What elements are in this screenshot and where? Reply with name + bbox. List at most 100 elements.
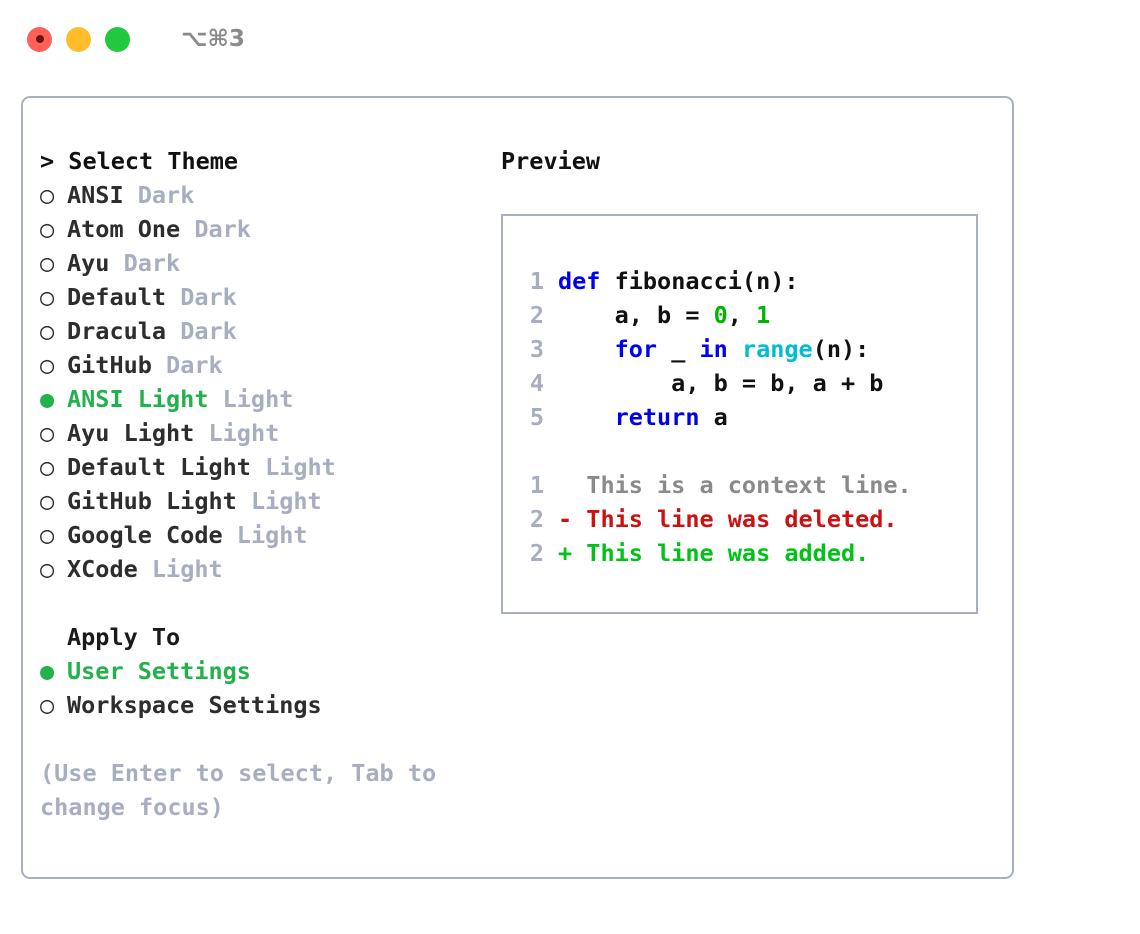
theme-option-github-light[interactable]: ○ GitHub Light Light [40, 484, 488, 518]
code-token-txt: _ [657, 335, 700, 363]
theme-option-name: Atom One [67, 215, 181, 243]
radio-unselected-icon: ○ [40, 351, 55, 379]
radio-unselected-icon: ○ [40, 453, 55, 481]
diff-line: 2 - This line was deleted. [517, 502, 976, 536]
diff-line: 1 This is a context line. [517, 468, 976, 502]
apply-to-label: Apply To [67, 623, 181, 651]
radio-unselected-icon: ○ [40, 283, 55, 311]
theme-option-name: GitHub Light [67, 487, 237, 515]
diff-line-content-del: - This line was deleted. [558, 505, 898, 533]
diff-sample: 1 This is a context line. 2 - This line wa… [517, 468, 976, 570]
code-token-txt: a, b = [558, 301, 714, 329]
apply-to-option-workspace-settings[interactable]: ○Workspace Settings [40, 688, 488, 722]
diff-line: 2+ This line was added. [517, 536, 976, 570]
theme-option-kind: Dark [180, 283, 237, 311]
code-token-txt [558, 335, 615, 363]
code-line: 2 a, b = 0, 1 [517, 298, 976, 332]
theme-option-github[interactable]: ○GitHub Dark [40, 348, 488, 382]
apply-to-list: ●User Settings○Workspace Settings [40, 654, 488, 722]
code-diff-spacer [517, 434, 976, 468]
code-token-kw: for [614, 335, 658, 363]
code-token-txt: , [727, 301, 757, 329]
spacer [124, 178, 138, 212]
code-line: 1 def fibonacci(n): [517, 264, 976, 298]
spacer [180, 212, 194, 246]
theme-option-kind: Light [151, 555, 223, 583]
theme-option-kind: Light [265, 453, 336, 481]
radio-unselected-icon: ○ [40, 317, 55, 345]
theme-option-default-light[interactable]: ○Default Light Light [40, 450, 488, 484]
theme-option-kind: Light [208, 419, 280, 447]
code-line: 3 for _ in range(n): [517, 332, 976, 366]
radio-selected-icon: ● [40, 657, 55, 685]
radio-unselected-icon: ○ [40, 487, 55, 515]
theme-option-ayu-light[interactable]: ○Ayu Light Light [40, 416, 488, 450]
traffic-light-group [27, 26, 130, 52]
minimize-window-button[interactable] [66, 26, 91, 52]
theme-option-kind: Dark [194, 215, 251, 243]
theme-option-kind: Light [222, 385, 294, 413]
code-line: 4 a, b = b, a + b [517, 366, 976, 400]
code-token-txt: fibonacci(n): [600, 267, 799, 295]
theme-option-name: Google Code [67, 521, 223, 549]
spacer [166, 314, 180, 348]
spacer [251, 450, 265, 484]
theme-option-google-code[interactable]: ○Google Code Light [40, 518, 488, 552]
code-token-num: 0 [713, 301, 728, 329]
radio-unselected-icon: ○ [40, 249, 55, 277]
preview-heading: Preview [501, 147, 601, 175]
select-theme-heading: > Select Theme [40, 147, 239, 175]
theme-option-name: Ayu [67, 249, 110, 277]
theme-option-ansi[interactable]: ○ANSI Dark [40, 178, 488, 212]
spacer [109, 246, 123, 280]
spacer [166, 280, 180, 314]
theme-option-kind: Light [250, 487, 322, 515]
theme-option-dracula[interactable]: ○Dracula Dark [40, 314, 488, 348]
keyboard-hint-text: (Use Enter to select, Tab to change focu… [40, 759, 451, 821]
code-token-txt [728, 335, 742, 363]
radio-unselected-icon: ○ [40, 419, 55, 447]
theme-option-name: Default [67, 283, 167, 311]
spacer [138, 552, 152, 586]
close-window-button[interactable] [27, 26, 52, 52]
theme-option-atom-one[interactable]: ○ Atom One Dark [40, 212, 488, 246]
line-number: 2 [529, 301, 544, 329]
line-number: 1 [529, 267, 544, 295]
code-line-content: a, b = b, a + b [544, 366, 883, 400]
titlebar: ⌥⌘3 [0, 0, 1140, 78]
line-number: 5 [529, 403, 544, 431]
line-number: 2 [529, 505, 544, 533]
maximize-window-button[interactable] [105, 26, 130, 52]
theme-option-ansi-light[interactable]: ●ANSI Light Light [40, 382, 488, 416]
line-number: 1 [529, 471, 544, 499]
line-number: 4 [529, 369, 544, 397]
theme-option-kind: Dark [137, 181, 195, 209]
radio-unselected-icon: ○ [40, 521, 55, 549]
theme-option-xcode[interactable]: ○XCode Light [40, 552, 488, 586]
code-line-content: for _ in range(n): [544, 332, 870, 366]
spacer [194, 416, 208, 450]
code-token-kw: return [614, 403, 700, 431]
keyboard-shortcut-label: ⌥⌘3 [181, 25, 245, 52]
list-spacer [40, 586, 488, 620]
code-token-kw: def [558, 267, 601, 295]
hint-spacer [40, 722, 488, 756]
code-token-num: 1 [756, 301, 771, 329]
line-number: 2 [529, 539, 544, 567]
code-token-txt [558, 403, 615, 431]
theme-option-kind: Dark [180, 317, 237, 345]
theme-option-default[interactable]: ○ Default Dark [40, 280, 488, 314]
code-token-kw: in [699, 335, 728, 363]
radio-unselected-icon: ○ [40, 555, 55, 583]
code-token-txt: a, b = b, a + b [558, 369, 884, 397]
theme-option-ayu[interactable]: ○ Ayu Dark [40, 246, 488, 280]
spacer [237, 484, 251, 518]
theme-picker-column: > Select Theme ○ANSI Dark○Atom One Dark○… [23, 98, 488, 877]
spacer [152, 348, 166, 382]
radio-unselected-icon: ○ [40, 215, 55, 243]
theme-option-kind: Dark [123, 249, 181, 277]
apply-to-option-user-settings[interactable]: ●User Settings [40, 654, 488, 688]
